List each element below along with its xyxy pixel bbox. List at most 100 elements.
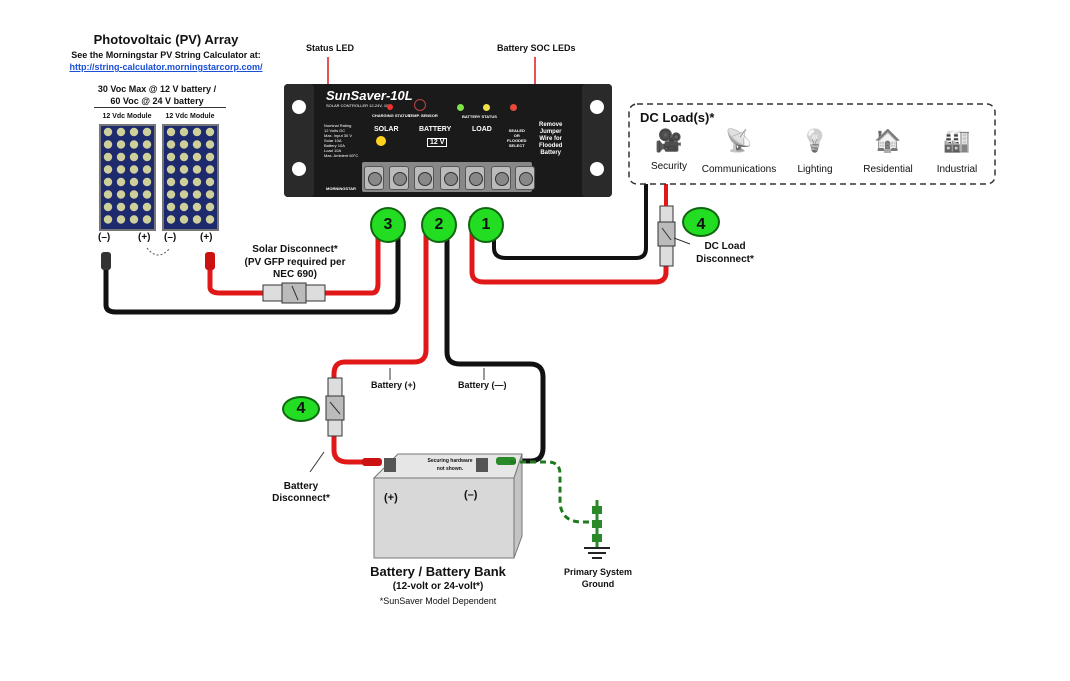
pv-cell <box>166 177 176 187</box>
module-jumper <box>146 247 171 256</box>
battery-disconnect-badge: 4 <box>282 396 320 422</box>
pv-cell <box>142 190 152 199</box>
pv-cell <box>103 177 113 187</box>
dc-load-item-residential: Residential <box>863 164 913 175</box>
pv-cell <box>166 127 176 137</box>
pv-cell <box>103 127 113 137</box>
battery-voltage: (12-volt or 24-volt*) <box>392 581 484 592</box>
pv-cell <box>142 177 152 187</box>
pv-cell <box>129 215 139 224</box>
pv-cell <box>179 127 189 137</box>
soc-led-yellow <box>483 104 490 111</box>
battery-disconnect-label: Battery Disconnect* <box>272 481 330 504</box>
terminal-2-badge: 2 <box>421 207 457 243</box>
pv-cell <box>129 127 139 137</box>
pv-cell <box>205 140 215 149</box>
pv-cell <box>142 152 152 162</box>
pv-cell <box>103 190 113 199</box>
mount-hole-right <box>590 100 604 114</box>
battery-model-note: *SunSaver Model Dependent <box>379 596 497 606</box>
battery-hardware-note: Securing hardware not shown. <box>427 458 473 472</box>
terminal-screw <box>414 166 434 190</box>
load-section-label: LOAD <box>472 126 492 133</box>
pv-left-plus: (+) <box>138 232 151 243</box>
terminal-screw <box>440 166 460 190</box>
solar-disconnect-fuse <box>262 282 326 304</box>
dc-load-item-security: Security <box>650 161 688 172</box>
dc-load-box <box>628 103 996 185</box>
lighting-icon: 💡 <box>801 128 829 153</box>
pv-cell <box>192 152 202 162</box>
battery-status-label: BATTERY STATUS <box>462 114 497 119</box>
pv-cell <box>116 140 126 149</box>
battery-plus-wire-label: Battery (+) <box>371 380 416 390</box>
controller-rating: Nominal Rating 12 Volts DC Max. Input 30… <box>324 123 359 158</box>
pv-cell <box>179 190 189 199</box>
dc-load-title: DC Load(s)* <box>640 110 715 125</box>
pv-cell <box>179 152 189 162</box>
charging-status-label: CHARGING STATUS <box>372 113 411 118</box>
battery-positive-post <box>384 458 396 472</box>
pv-cell <box>166 215 176 224</box>
dc-load-disconnect-badge: 4 <box>682 207 720 237</box>
solar-section-label: SOLAR <box>374 126 399 133</box>
dc-load-item-communications: Communications <box>701 164 777 175</box>
load-negative-wire <box>492 184 648 260</box>
pv-cell <box>192 165 202 174</box>
pv-string-calculator-link[interactable]: http://string-calculator.morningstarcorp… <box>69 62 263 72</box>
pv-cell <box>205 127 215 137</box>
dc-load-item-lighting: Lighting <box>797 164 833 175</box>
status-led-callout-label: Status LED <box>306 43 355 53</box>
sun-icon <box>376 136 386 146</box>
pv-cell <box>142 202 152 212</box>
battery-voltage-label: 12 V <box>427 138 448 147</box>
residential-icon: 🏠 <box>874 128 902 153</box>
pv-cell <box>116 177 126 187</box>
status-led <box>387 104 393 110</box>
ground-wire <box>510 460 590 524</box>
pv-cell <box>192 190 202 199</box>
dc-load-item-industrial: Industrial <box>936 164 978 175</box>
pv-cell <box>116 190 126 199</box>
temp-sensor-icon <box>414 99 426 111</box>
battery-title: Battery / Battery Bank <box>370 564 506 579</box>
pv-cell <box>142 127 152 137</box>
pv-cell <box>192 127 202 137</box>
pv-cell <box>103 140 113 149</box>
pv-cell <box>166 190 176 199</box>
pv-cell <box>129 165 139 174</box>
soc-led-green <box>457 104 464 111</box>
voc-line-2: 60 Voc @ 24 V battery <box>110 96 204 106</box>
maker-label: MORNINGSTAR <box>326 186 356 191</box>
soc-led-red <box>510 104 517 111</box>
pv-negative-wire <box>103 216 401 315</box>
pv-cell <box>192 177 202 187</box>
module-label-right: 12 Vdc Module <box>165 113 215 120</box>
terminal-screw <box>491 166 511 190</box>
pv-cell <box>179 165 189 174</box>
ground-label: Primary System Ground <box>563 567 633 589</box>
pv-positive-lug <box>205 252 215 270</box>
pv-cell <box>205 165 215 174</box>
pv-cell <box>129 177 139 187</box>
dc-load-disconnect-label: DC Load Disconnect* <box>696 241 754 265</box>
pv-cell <box>205 152 215 162</box>
pv-cell <box>103 215 113 224</box>
pv-cell <box>116 202 126 212</box>
pv-right-plus: (+) <box>200 232 213 243</box>
pv-subtitle: See the Morningstar PV String Calculator… <box>71 50 261 60</box>
communications-icon: 📡 <box>725 128 753 153</box>
battery-positive-wire <box>331 216 429 465</box>
remove-jumper-label: Remove Jumper Wire for Flooded Battery <box>539 122 563 156</box>
terminal-screw <box>465 166 485 190</box>
solar-disconnect-title: Solar Disconnect* <box>252 244 338 255</box>
battery-minus-wire-label: Battery (—) <box>458 380 507 390</box>
battery-negative-post <box>476 458 488 472</box>
mount-hole-left <box>292 100 306 114</box>
battery-minus-label: (–) <box>464 489 478 501</box>
pv-cell <box>192 140 202 149</box>
pv-cell <box>116 215 126 224</box>
pv-cell <box>205 190 215 199</box>
pv-left-minus: (–) <box>98 232 111 243</box>
